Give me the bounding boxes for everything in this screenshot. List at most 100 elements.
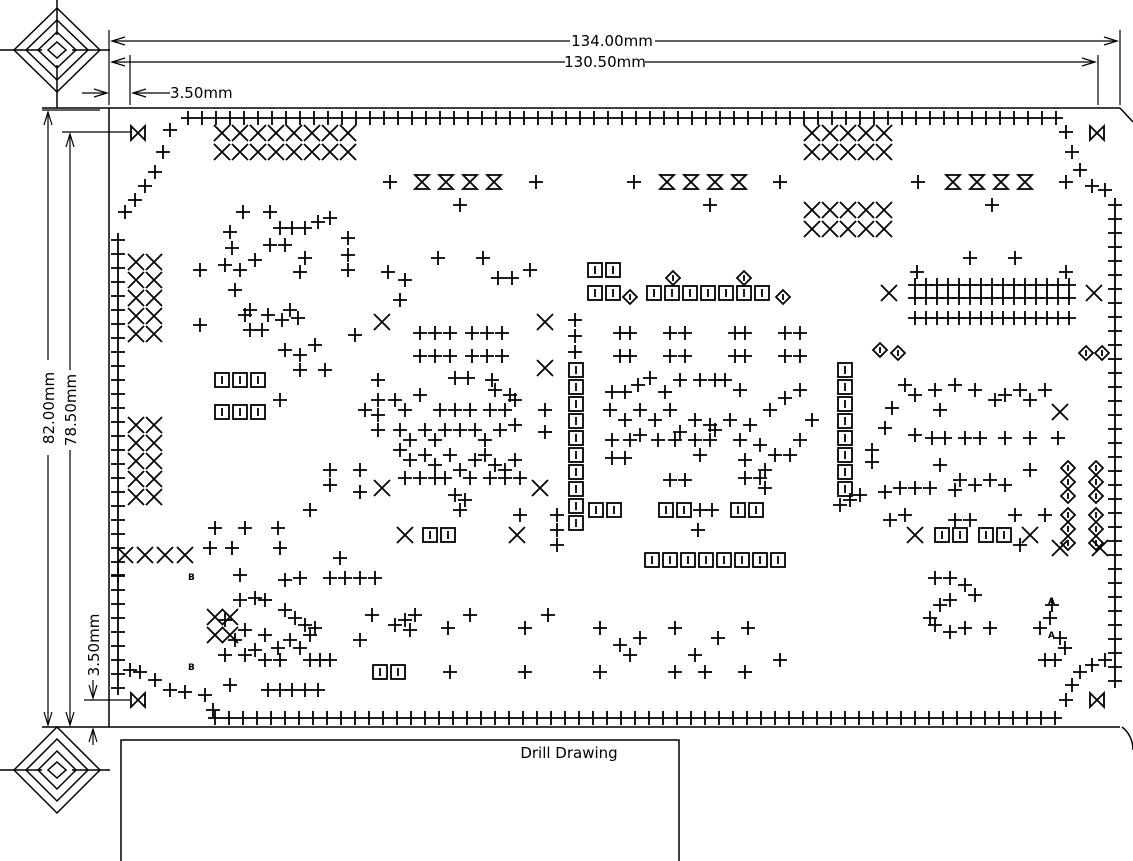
drill-x-symbol: [249, 124, 267, 142]
drill-plus-symbol: [885, 401, 899, 415]
drill-plus-symbol: [796, 711, 810, 725]
drill-plus-symbol: [408, 608, 422, 622]
drill-plus-symbol: [233, 263, 247, 277]
drill-hourglass-symbol: [412, 174, 432, 190]
drill-plus-symbol: [1049, 111, 1063, 125]
drill-plus-symbol: [363, 111, 377, 125]
drill-plus-symbol: [550, 538, 564, 552]
drill-plus-symbol: [1048, 653, 1062, 667]
drill-plus-symbol: [237, 111, 251, 125]
drill-square-symbol: [214, 372, 230, 388]
drill-plus-symbol: [278, 238, 292, 252]
drill-plus-symbol: [468, 453, 482, 467]
drill-plus-symbol: [1007, 111, 1021, 125]
drill-plus-symbol: [323, 571, 337, 585]
drill-plus-symbol: [1023, 463, 1037, 477]
drill-plus-symbol: [1108, 450, 1122, 464]
drill-x-symbol: [875, 201, 893, 219]
dim-overall-height: 82.00mm: [40, 372, 58, 444]
drill-plus-symbol: [338, 571, 352, 585]
drill-plus-symbol: [353, 463, 367, 477]
drill-plus-symbol: [223, 678, 237, 692]
drill-plus-symbol: [1108, 520, 1122, 534]
drill-x-symbol: [127, 488, 145, 506]
title-block: Drill Drawing: [120, 739, 680, 861]
drill-plus-symbol: [572, 711, 586, 725]
drill-plus-symbol: [778, 326, 792, 340]
drill-plus-symbol: [376, 711, 390, 725]
marker-label-a-2: A: [1048, 631, 1055, 641]
drill-square-symbol: [605, 262, 621, 278]
drill-plus-symbol: [293, 265, 307, 279]
drill-plus-symbol: [503, 388, 517, 402]
drill-plus-symbol: [111, 247, 125, 261]
drill-plus-symbol: [111, 568, 125, 582]
drill-plus-symbol: [334, 711, 348, 725]
drill-square-symbol: [996, 527, 1012, 543]
drill-plus-symbol: [544, 711, 558, 725]
drill-plus-symbol: [741, 111, 755, 125]
drill-plus-symbol: [1108, 240, 1122, 254]
drill-plus-symbol: [236, 205, 250, 219]
drill-plus-symbol: [483, 471, 497, 485]
drill-plus-symbol: [825, 111, 839, 125]
drill-plus-symbol: [838, 711, 852, 725]
fiducial-bowtie-symbol: [1089, 123, 1105, 143]
drill-plus-symbol: [273, 393, 287, 407]
drill-x-symbol: [1051, 403, 1069, 421]
drill-hourglass-symbol: [1015, 174, 1035, 190]
drill-plus-symbol: [605, 433, 619, 447]
drill-plus-symbol: [111, 401, 125, 415]
drill-diamond-symbol: [1059, 487, 1077, 505]
drill-plus-symbol: [353, 485, 367, 499]
drill-plus-symbol: [371, 373, 385, 387]
drill-plus-symbol: [951, 111, 965, 125]
drill-plus-symbol: [208, 521, 222, 535]
drill-plus-symbol: [233, 593, 247, 607]
drill-plus-symbol: [238, 521, 252, 535]
drill-plus-symbol: [111, 261, 125, 275]
drill-plus-symbol: [1058, 641, 1072, 655]
drill-plus-symbol: [293, 641, 307, 655]
drill-plus-symbol: [936, 711, 950, 725]
drill-plus-symbol: [1108, 394, 1122, 408]
drill-plus-symbol: [238, 648, 252, 662]
drill-plus-symbol: [923, 481, 937, 495]
drill-x-symbol: [156, 546, 174, 564]
drill-plus-symbol: [805, 413, 819, 427]
drill-diamond-symbol: [735, 269, 753, 287]
drill-square-symbol: [837, 430, 853, 446]
drill-plus-symbol: [586, 711, 600, 725]
drill-plus-symbol: [111, 653, 125, 667]
drill-plus-symbol: [111, 471, 125, 485]
drill-plus-symbol: [773, 653, 787, 667]
drill-x-symbol: [206, 626, 224, 644]
drill-plus-symbol: [111, 639, 125, 653]
drill-plus-symbol: [1051, 431, 1065, 445]
drill-plus-symbol: [878, 421, 892, 435]
drill-plus-symbol: [741, 621, 755, 635]
drill-plus-symbol: [263, 205, 277, 219]
drill-plus-symbol: [1108, 562, 1122, 576]
drill-plus-symbol: [958, 621, 972, 635]
drill-plus-symbol: [673, 425, 687, 439]
drill-square-symbol: [372, 664, 388, 680]
drill-diamond-symbol: [1093, 344, 1111, 362]
drill-square-symbol: [588, 502, 604, 518]
drill-plus-symbol: [298, 251, 312, 265]
drill-plus-symbol: [998, 388, 1012, 402]
drill-x-symbol: [145, 253, 163, 271]
drill-square-symbol: [568, 464, 584, 480]
drill-plus-symbol: [118, 205, 132, 219]
drill-square-symbol: [390, 664, 406, 680]
drill-plus-symbol: [448, 371, 462, 385]
drill-plus-symbol: [678, 326, 692, 340]
drill-plus-symbol: [568, 313, 582, 327]
drill-plus-symbol: [418, 711, 432, 725]
drill-plus-symbol: [1065, 678, 1079, 692]
drill-square-symbol: [568, 379, 584, 395]
registration-mark-bottom: [0, 725, 110, 815]
drill-plus-symbol: [413, 349, 427, 363]
drill-plus-symbol: [763, 403, 777, 417]
drill-plus-symbol: [593, 621, 607, 635]
